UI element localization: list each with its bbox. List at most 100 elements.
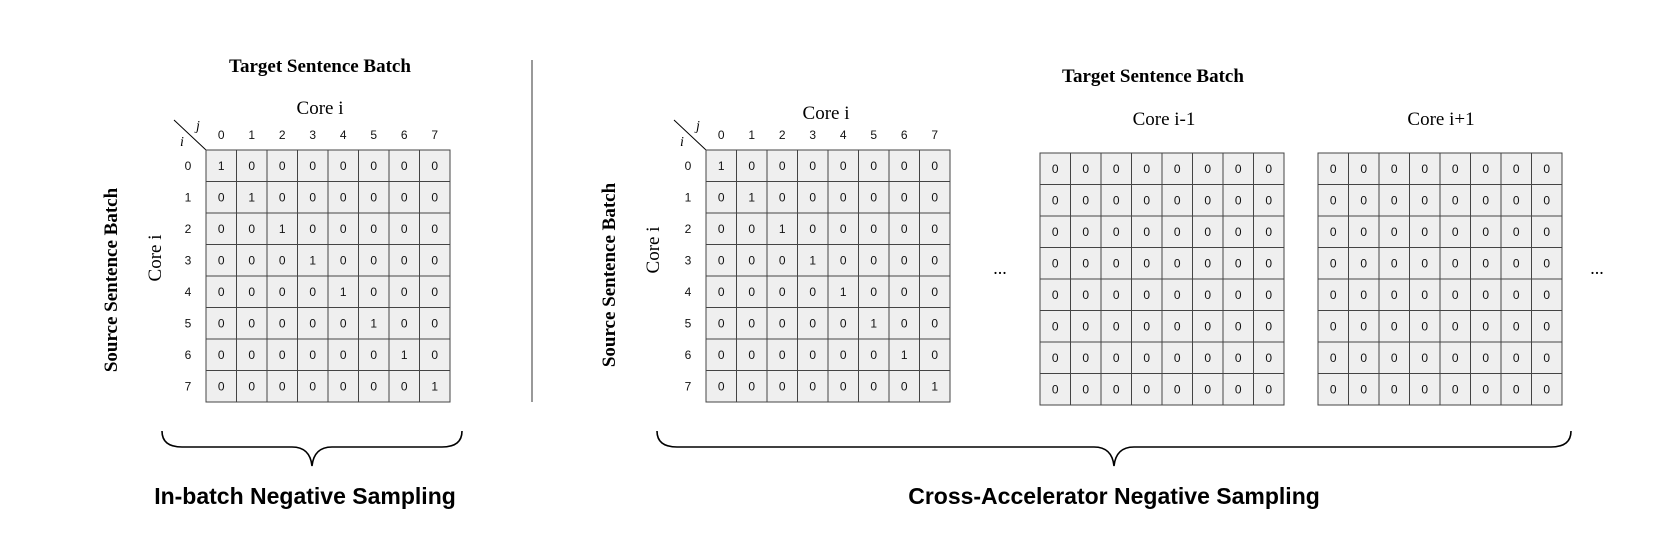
left-matrix-cell-value: 0 xyxy=(309,348,316,362)
block-1-cell-value: 0 xyxy=(1052,162,1059,176)
block-2-cell-value: 0 xyxy=(1391,193,1398,207)
block-1-cell-value: 0 xyxy=(1113,382,1120,396)
left-matrix-cell-value: 0 xyxy=(370,285,377,299)
block-2-cell xyxy=(1317,184,1349,217)
left-row-index: 6 xyxy=(185,348,192,362)
block-1-cell-value: 0 xyxy=(1143,256,1150,270)
block-0-cell-value: 1 xyxy=(779,222,786,236)
block-1-cell xyxy=(1070,152,1102,185)
block-0-cell-value: 0 xyxy=(748,379,755,393)
block-2-cell-value: 0 xyxy=(1391,225,1398,239)
block-0-cell-value: 0 xyxy=(901,285,908,299)
block-2-cell xyxy=(1470,373,1502,406)
block-2-cell-value: 0 xyxy=(1360,162,1367,176)
block-0-cell xyxy=(827,370,859,403)
block-1-cell-value: 0 xyxy=(1082,319,1089,333)
block-2-cell xyxy=(1500,341,1532,374)
block-0-cell xyxy=(888,307,920,340)
block-0-cell-value: 0 xyxy=(870,222,877,236)
block-2-cell-value: 0 xyxy=(1513,288,1520,302)
left-matrix-cell xyxy=(388,307,420,340)
block-1-cell xyxy=(1192,373,1224,406)
block-2-cell-value: 0 xyxy=(1330,225,1337,239)
block-0-cell-value: 0 xyxy=(779,159,786,173)
block-1-cell-value: 0 xyxy=(1052,193,1059,207)
left-row-index: 0 xyxy=(185,159,192,173)
block-2-cell-value: 0 xyxy=(1360,382,1367,396)
left-matrix-cell-value: 0 xyxy=(309,285,316,299)
block-2-cell xyxy=(1378,341,1410,374)
block-1-cell xyxy=(1131,373,1163,406)
block-0-cell-value: 0 xyxy=(779,253,786,267)
right-col-index: 3 xyxy=(809,128,816,142)
left-matrix-cell-value: 0 xyxy=(218,253,225,267)
block-2-cell-value: 0 xyxy=(1482,256,1489,270)
block-0-cell xyxy=(888,244,920,277)
block-1-cell-value: 0 xyxy=(1052,288,1059,302)
block-0-cell-value: 0 xyxy=(809,222,816,236)
left-matrix-cell-value: 0 xyxy=(218,379,225,393)
left-matrix-cell-value: 1 xyxy=(309,253,316,267)
block-1-cell-value: 0 xyxy=(1113,256,1120,270)
block-2-cell-value: 0 xyxy=(1330,162,1337,176)
block-0-cell xyxy=(736,370,768,403)
left-matrix-cell-value: 0 xyxy=(248,348,255,362)
block-1-cell-value: 0 xyxy=(1204,319,1211,333)
block-1-cell xyxy=(1253,215,1285,248)
block-2-cell-value: 0 xyxy=(1452,351,1459,365)
block-0-cell xyxy=(888,338,920,371)
left-core-top-label: Core i xyxy=(297,98,344,119)
block-1-cell xyxy=(1070,247,1102,280)
block-0-cell-value: 0 xyxy=(870,190,877,204)
left-matrix-cell-value: 1 xyxy=(279,222,286,236)
block-0-cell-value: 1 xyxy=(840,285,847,299)
block-1-cell-value: 0 xyxy=(1174,162,1181,176)
right-row-index: 3 xyxy=(685,253,692,267)
block-2-cell-value: 0 xyxy=(1543,162,1550,176)
block-1-cell xyxy=(1100,247,1132,280)
block-1-cell xyxy=(1131,310,1163,343)
block-2-cell-value: 0 xyxy=(1421,225,1428,239)
left-matrix-cell xyxy=(358,370,390,403)
block-1-cell xyxy=(1039,373,1071,406)
block-2-cell-value: 0 xyxy=(1360,319,1367,333)
block-0-cell-value: 0 xyxy=(931,285,938,299)
block-1-cell xyxy=(1222,278,1254,311)
left-matrix-cell xyxy=(266,338,298,371)
left-matrix-cell-value: 0 xyxy=(431,316,438,330)
block-0-cell xyxy=(919,181,951,214)
block-0-cell-value: 0 xyxy=(931,253,938,267)
left-matrix-cell xyxy=(419,212,451,245)
block-2-cell-value: 0 xyxy=(1391,162,1398,176)
right-col-index: 6 xyxy=(901,128,908,142)
block-1-cell xyxy=(1039,215,1071,248)
left-matrix-cell xyxy=(236,149,268,182)
block-2-cell xyxy=(1531,373,1563,406)
block-0-cell-value: 0 xyxy=(840,316,847,330)
left-matrix-cell xyxy=(358,212,390,245)
block-0-cell-value: 0 xyxy=(931,316,938,330)
block-1-cell-value: 0 xyxy=(1113,319,1120,333)
block-1-cell xyxy=(1253,341,1285,374)
left-matrix-cell xyxy=(236,307,268,340)
left-matrix-cell-value: 0 xyxy=(401,316,408,330)
right-col-index: 1 xyxy=(748,128,755,142)
block-1-cell-value: 0 xyxy=(1082,225,1089,239)
left-matrix-cell-value: 1 xyxy=(340,285,347,299)
left-matrix-cell-value: 0 xyxy=(279,348,286,362)
block-0-cell-value: 0 xyxy=(809,285,816,299)
block-2-cell-value: 0 xyxy=(1513,225,1520,239)
block-2-cell-value: 0 xyxy=(1482,193,1489,207)
block-2-cell xyxy=(1531,310,1563,343)
block-1-cell-value: 0 xyxy=(1235,319,1242,333)
left-matrix-cell xyxy=(419,149,451,182)
block-0-cell xyxy=(766,149,798,182)
block-2-cell-value: 0 xyxy=(1543,256,1550,270)
left-matrix-cell xyxy=(236,338,268,371)
left-matrix-cell-value: 0 xyxy=(218,222,225,236)
block-0-cell xyxy=(797,307,829,340)
block-1-cell-value: 0 xyxy=(1143,162,1150,176)
block-1-cell xyxy=(1253,278,1285,311)
block-2-cell-value: 0 xyxy=(1391,319,1398,333)
